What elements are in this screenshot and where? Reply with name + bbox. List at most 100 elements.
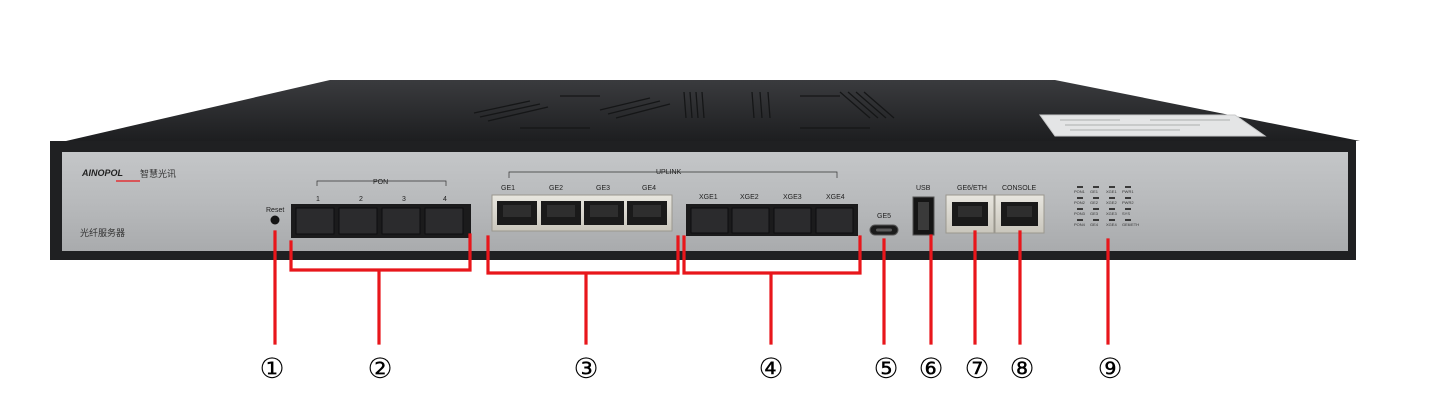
callout-7: ⑦ (964, 352, 989, 385)
xge-ports (690, 207, 854, 234)
led-label: PON2 (1074, 200, 1086, 205)
led-indicator (1093, 219, 1099, 221)
ge6-label: GE6/ETH (957, 185, 987, 192)
led-label: GE1 (1090, 189, 1099, 194)
led-label: PWR2 (1122, 200, 1134, 205)
led-label: GE2 (1090, 200, 1099, 205)
led-indicator (1077, 186, 1083, 188)
led-indicator (1093, 186, 1099, 188)
ge-port-3[interactable] (584, 201, 624, 225)
ge-port-4[interactable] (627, 201, 667, 225)
ge-port-2[interactable] (541, 201, 581, 225)
led-indicator (1125, 186, 1131, 188)
led-indicator (1109, 186, 1115, 188)
pon-port-2[interactable] (338, 207, 378, 235)
pon-port-4[interactable] (424, 207, 464, 235)
led-label: XGE2 (1106, 200, 1117, 205)
pon-bracket (316, 180, 447, 186)
pon-port-label: 1 (316, 196, 320, 203)
pon-ports (295, 207, 464, 235)
pon-port-label: 4 (443, 196, 447, 203)
pon-port-label: 2 (359, 196, 363, 203)
callout-1: ① (259, 352, 284, 385)
product-name: 光纤服务器 (80, 227, 125, 239)
ge-port-labels: GE1 GE2 GE3 GE4 (501, 185, 656, 192)
led-label: PWR1 (1122, 189, 1134, 194)
ge5-port-inner (876, 228, 892, 232)
ge6-port-inner (958, 206, 982, 217)
xge-port-label: XGE2 (740, 194, 759, 201)
led-indicator (1077, 208, 1083, 210)
led-label: PON1 (1074, 189, 1086, 194)
xge-port-4[interactable] (815, 207, 854, 234)
brand-tagline: 智慧光讯 (140, 168, 176, 180)
uplink-group-label: UPLINK (656, 169, 682, 176)
pon-group-label: PON (373, 179, 388, 186)
vent-slots (473, 91, 895, 129)
led-label: PON3 (1074, 211, 1086, 216)
usb-port-inner (918, 202, 929, 230)
pon-port-labels: 1 2 3 4 (316, 196, 447, 203)
faceplate (62, 152, 1348, 251)
ge-ports (497, 201, 667, 225)
console-label: CONSOLE (1002, 185, 1037, 192)
xge-port-1[interactable] (690, 207, 729, 234)
led-indicator (1093, 197, 1099, 199)
led-label: GE4 (1090, 222, 1099, 227)
led-label: XGE1 (1106, 189, 1117, 194)
xge-port-3[interactable] (773, 207, 812, 234)
callout-3: ③ (573, 352, 598, 385)
callout-8: ⑧ (1009, 352, 1034, 385)
rating-label (1039, 114, 1267, 137)
chassis-top (66, 80, 1360, 141)
reset-button[interactable] (270, 215, 280, 225)
led-label: XGE3 (1106, 211, 1117, 216)
console-port-inner (1007, 206, 1032, 217)
ge-port-label: GE4 (642, 185, 656, 192)
led-indicator (1125, 208, 1131, 210)
callout-4: ④ (758, 352, 783, 385)
callout-numbers: ① ② ③ ④ ⑤ ⑥ ⑦ ⑧ ⑨ (259, 352, 1122, 385)
led-label: XGE4 (1106, 222, 1117, 227)
led-indicator (1125, 219, 1131, 221)
led-indicator (1093, 208, 1099, 210)
pon-port-3[interactable] (381, 207, 421, 235)
pon-port-1[interactable] (295, 207, 335, 235)
rating-label-lines (1060, 119, 1230, 131)
brand-logo: AINOPOL (81, 168, 123, 178)
ge5-label: GE5 (877, 213, 891, 220)
led-indicator (1077, 219, 1083, 221)
xge-port-2[interactable] (731, 207, 770, 234)
ge-port-label: GE1 (501, 185, 515, 192)
callout-line-3 (486, 235, 680, 345)
callout-line-2 (289, 233, 472, 345)
callout-9: ⑨ (1097, 352, 1122, 385)
led-indicator (1109, 219, 1115, 221)
xge-port-label: XGE3 (783, 194, 802, 201)
led-label: GE3 (1090, 211, 1099, 216)
led-label: GE6/ETH (1122, 222, 1139, 227)
led-indicator (1109, 197, 1115, 199)
xge-port-label: XGE1 (699, 194, 718, 201)
led-label: PON4 (1074, 222, 1086, 227)
pon-port-label: 3 (402, 196, 406, 203)
xge-port-labels: XGE1 XGE2 XGE3 XGE4 (699, 194, 845, 201)
reset-label: Reset (266, 207, 284, 214)
callout-line-4 (682, 235, 862, 345)
led-label: SYS (1122, 211, 1130, 216)
usb-label: USB (916, 185, 931, 192)
led-indicator (1077, 197, 1083, 199)
xge-port-label: XGE4 (826, 194, 845, 201)
ge-port-label: GE2 (549, 185, 563, 192)
callout-lines (273, 230, 1110, 345)
callout-2: ② (367, 352, 392, 385)
led-indicator (1109, 208, 1115, 210)
ge-port-1[interactable] (497, 201, 537, 225)
callout-5: ⑤ (873, 352, 898, 385)
callout-6: ⑥ (918, 352, 943, 385)
uplink-bracket (508, 171, 838, 178)
ge-port-label: GE3 (596, 185, 610, 192)
led-indicator (1125, 197, 1131, 199)
